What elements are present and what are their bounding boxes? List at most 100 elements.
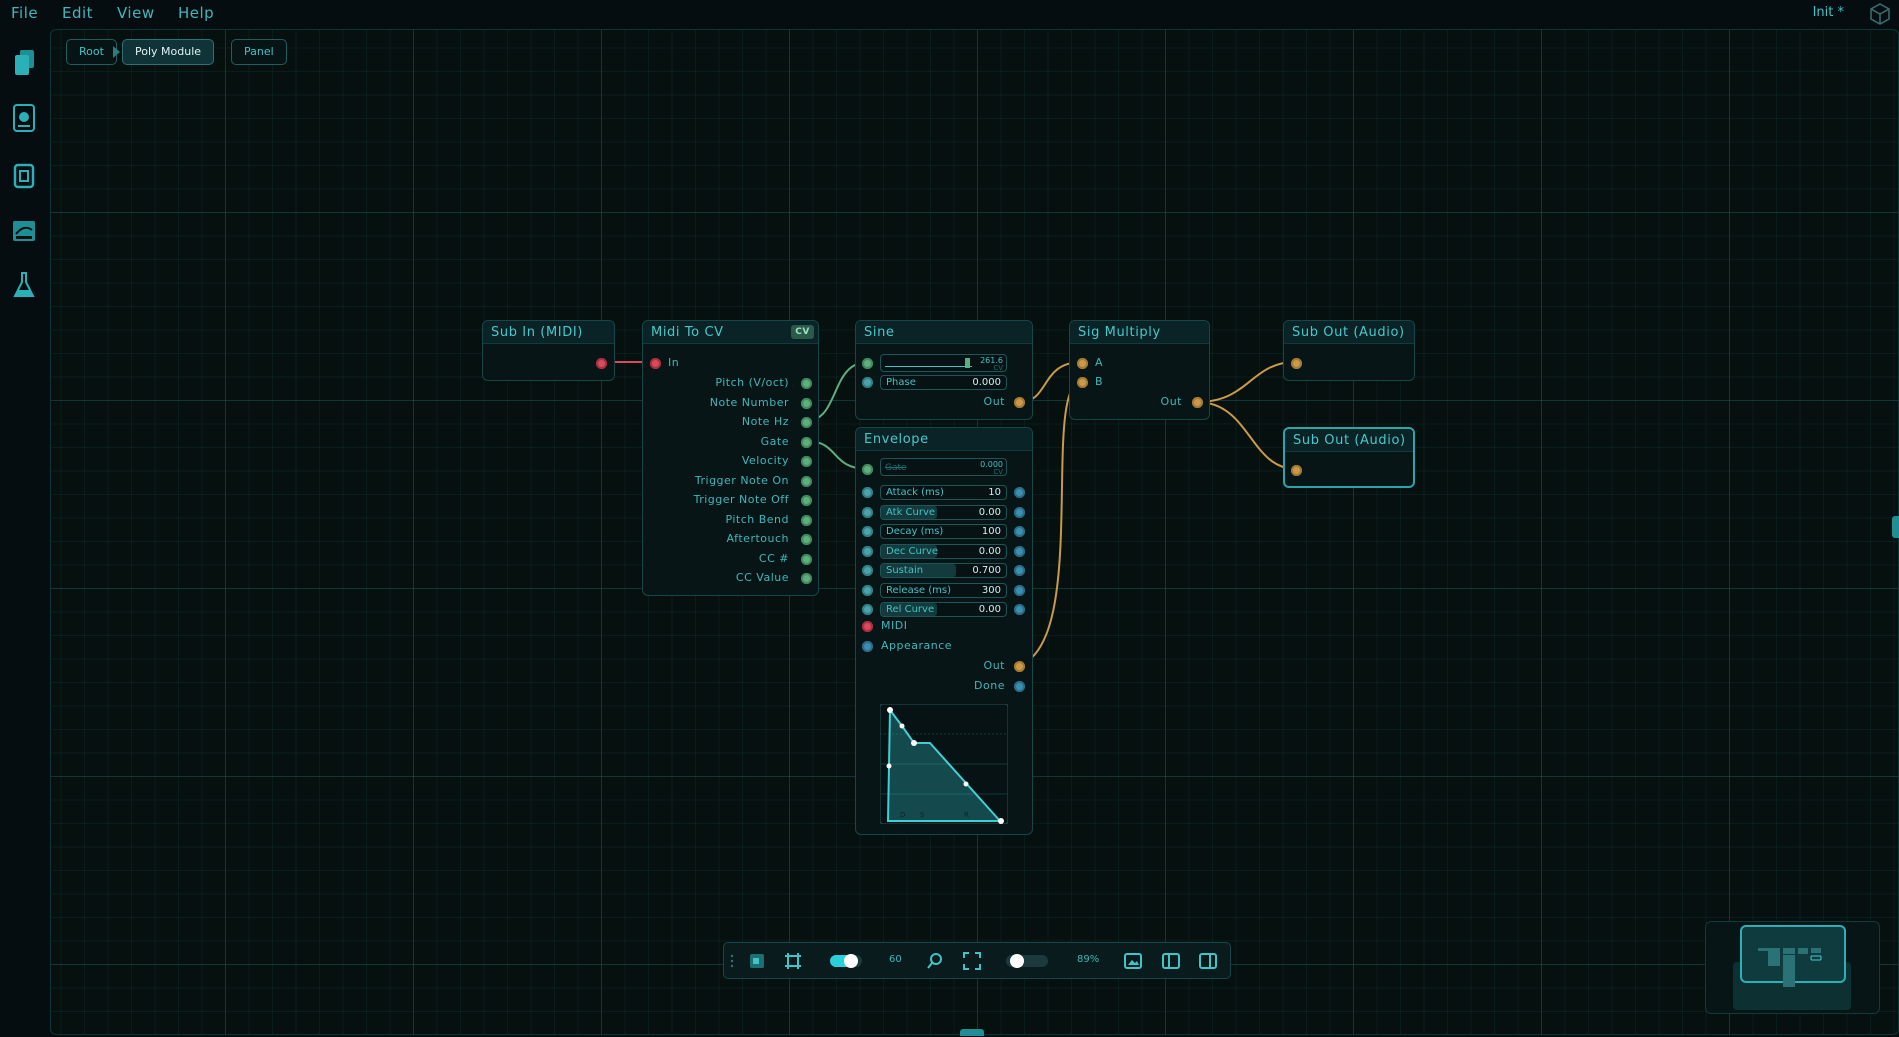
slider-knob[interactable] (1010, 954, 1025, 968)
port-appearance-in[interactable] (862, 641, 873, 652)
port-param-out[interactable] (1014, 584, 1025, 596)
port-b-in[interactable] (1077, 377, 1088, 388)
port-freq-in[interactable] (862, 358, 873, 369)
node-title[interactable]: Midi To CV CV (643, 321, 818, 344)
port-output[interactable] (801, 456, 812, 467)
port-output[interactable] (801, 397, 812, 409)
port-out[interactable] (1014, 397, 1025, 408)
grid-snap-icon[interactable] (783, 951, 803, 971)
menu-file[interactable]: File (11, 4, 39, 22)
port-audio-in[interactable] (1291, 465, 1302, 476)
port-param-out[interactable] (1014, 506, 1025, 518)
node-sine[interactable]: Sine 261.6 CV Phase 0.000 Out (855, 320, 1033, 420)
fit-to-screen-icon[interactable] (962, 951, 982, 971)
attack-curve-point[interactable] (886, 763, 892, 769)
port-output[interactable] (801, 573, 812, 584)
right-panel-toggle-icon[interactable] (1198, 951, 1218, 971)
breadcrumb-panel[interactable]: Panel (231, 39, 287, 65)
envelope-param-field[interactable]: Decay (ms)100 (880, 524, 1007, 539)
menu-view[interactable]: View (117, 4, 155, 22)
drag-handle-icon[interactable] (728, 951, 736, 971)
node-title[interactable]: Envelope (856, 428, 1032, 451)
port-param-out[interactable] (1014, 487, 1025, 498)
port-out[interactable] (1192, 397, 1203, 408)
port-param-in[interactable] (862, 506, 873, 518)
port-output[interactable] (801, 436, 812, 448)
port-audio-in[interactable] (1291, 358, 1302, 369)
port-param-out[interactable] (1014, 604, 1025, 615)
release-point[interactable] (998, 818, 1004, 824)
zoom-slider[interactable] (1006, 954, 1048, 968)
grid-snap-slider[interactable] (830, 954, 862, 968)
module-icon[interactable] (10, 161, 38, 191)
minimap[interactable] (1705, 921, 1880, 1014)
bottom-panel-handle[interactable] (960, 1029, 984, 1036)
node-sub-out-audio-1[interactable]: Sub Out (Audio) (1283, 320, 1415, 381)
node-title[interactable]: Sub Out (Audio) (1285, 429, 1413, 452)
port-output[interactable] (801, 475, 812, 487)
port-in[interactable] (650, 358, 661, 369)
documents-icon[interactable] (10, 48, 38, 78)
port-midi-out[interactable] (596, 358, 607, 369)
port-output[interactable] (801, 553, 812, 565)
breadcrumb-root[interactable]: Root (66, 39, 117, 65)
right-panel-handle[interactable] (1892, 516, 1899, 538)
frequency-slider[interactable]: 261.6 CV (880, 354, 1007, 372)
sustain-point[interactable] (911, 740, 917, 746)
node-title[interactable]: Sub Out (Audio) (1284, 321, 1414, 344)
search-icon[interactable] (925, 951, 945, 971)
port-output[interactable] (801, 495, 812, 506)
node-title[interactable]: Sub In (MIDI) (483, 321, 614, 344)
phase-field[interactable]: Phase 0.000 (880, 375, 1007, 390)
port-param-in[interactable] (862, 584, 873, 596)
cable-library-icon[interactable] (10, 216, 38, 246)
gate-slider[interactable]: Gate 0.000 CV (880, 458, 1007, 476)
port-param-in[interactable] (862, 545, 873, 557)
image-icon[interactable] (1123, 951, 1143, 971)
release-curve-point[interactable] (963, 781, 969, 787)
cube-icon[interactable] (1867, 1, 1893, 27)
port-param-out[interactable] (1014, 526, 1025, 537)
port-done[interactable] (1014, 681, 1025, 692)
port-midi-in[interactable] (862, 621, 873, 632)
port-param-in[interactable] (862, 526, 873, 537)
envelope-param-field[interactable]: Attack (ms)10 (880, 485, 1007, 500)
node-sig-multiply[interactable]: Sig Multiply A B Out (1069, 320, 1210, 420)
port-out[interactable] (1014, 661, 1025, 672)
decay-curve-point[interactable] (899, 723, 905, 729)
port-param-in[interactable] (862, 565, 873, 576)
patch-file-icon[interactable] (10, 103, 38, 133)
left-panel-toggle-icon[interactable] (1161, 951, 1181, 971)
node-sub-out-audio-2[interactable]: Sub Out (Audio) (1283, 427, 1415, 488)
port-phase-in[interactable] (862, 377, 873, 388)
port-output[interactable] (801, 417, 812, 428)
node-title[interactable]: Sine (856, 321, 1032, 344)
slider-knob[interactable] (844, 954, 858, 968)
menu-edit[interactable]: Edit (62, 4, 94, 22)
node-sub-in-midi[interactable]: Sub In (MIDI) (482, 320, 615, 381)
menu-help[interactable]: Help (178, 4, 215, 22)
envelope-graph[interactable]: D S R (880, 704, 1008, 824)
port-param-out[interactable] (1014, 545, 1025, 557)
port-output[interactable] (801, 378, 812, 389)
breadcrumb-poly-module[interactable]: Poly Module (122, 39, 215, 65)
port-param-in[interactable] (862, 487, 873, 498)
port-param-in[interactable] (862, 604, 873, 615)
flask-icon[interactable] (10, 270, 38, 300)
envelope-param-field[interactable]: Release (ms)300 (880, 582, 1007, 598)
port-param-out[interactable] (1014, 565, 1025, 576)
preset-name[interactable]: Init * (1812, 5, 1844, 20)
node-midi-to-cv[interactable]: Midi To CV CV In Pitch (V/oct)Note Numbe… (642, 320, 819, 596)
port-output[interactable] (801, 534, 812, 545)
node-title[interactable]: Sig Multiply (1070, 321, 1209, 344)
module-view-icon[interactable] (747, 951, 767, 971)
port-output[interactable] (801, 514, 812, 526)
slider-handle[interactable] (965, 358, 970, 368)
attack-point[interactable] (887, 707, 893, 713)
port-gate-in[interactable] (862, 464, 873, 475)
